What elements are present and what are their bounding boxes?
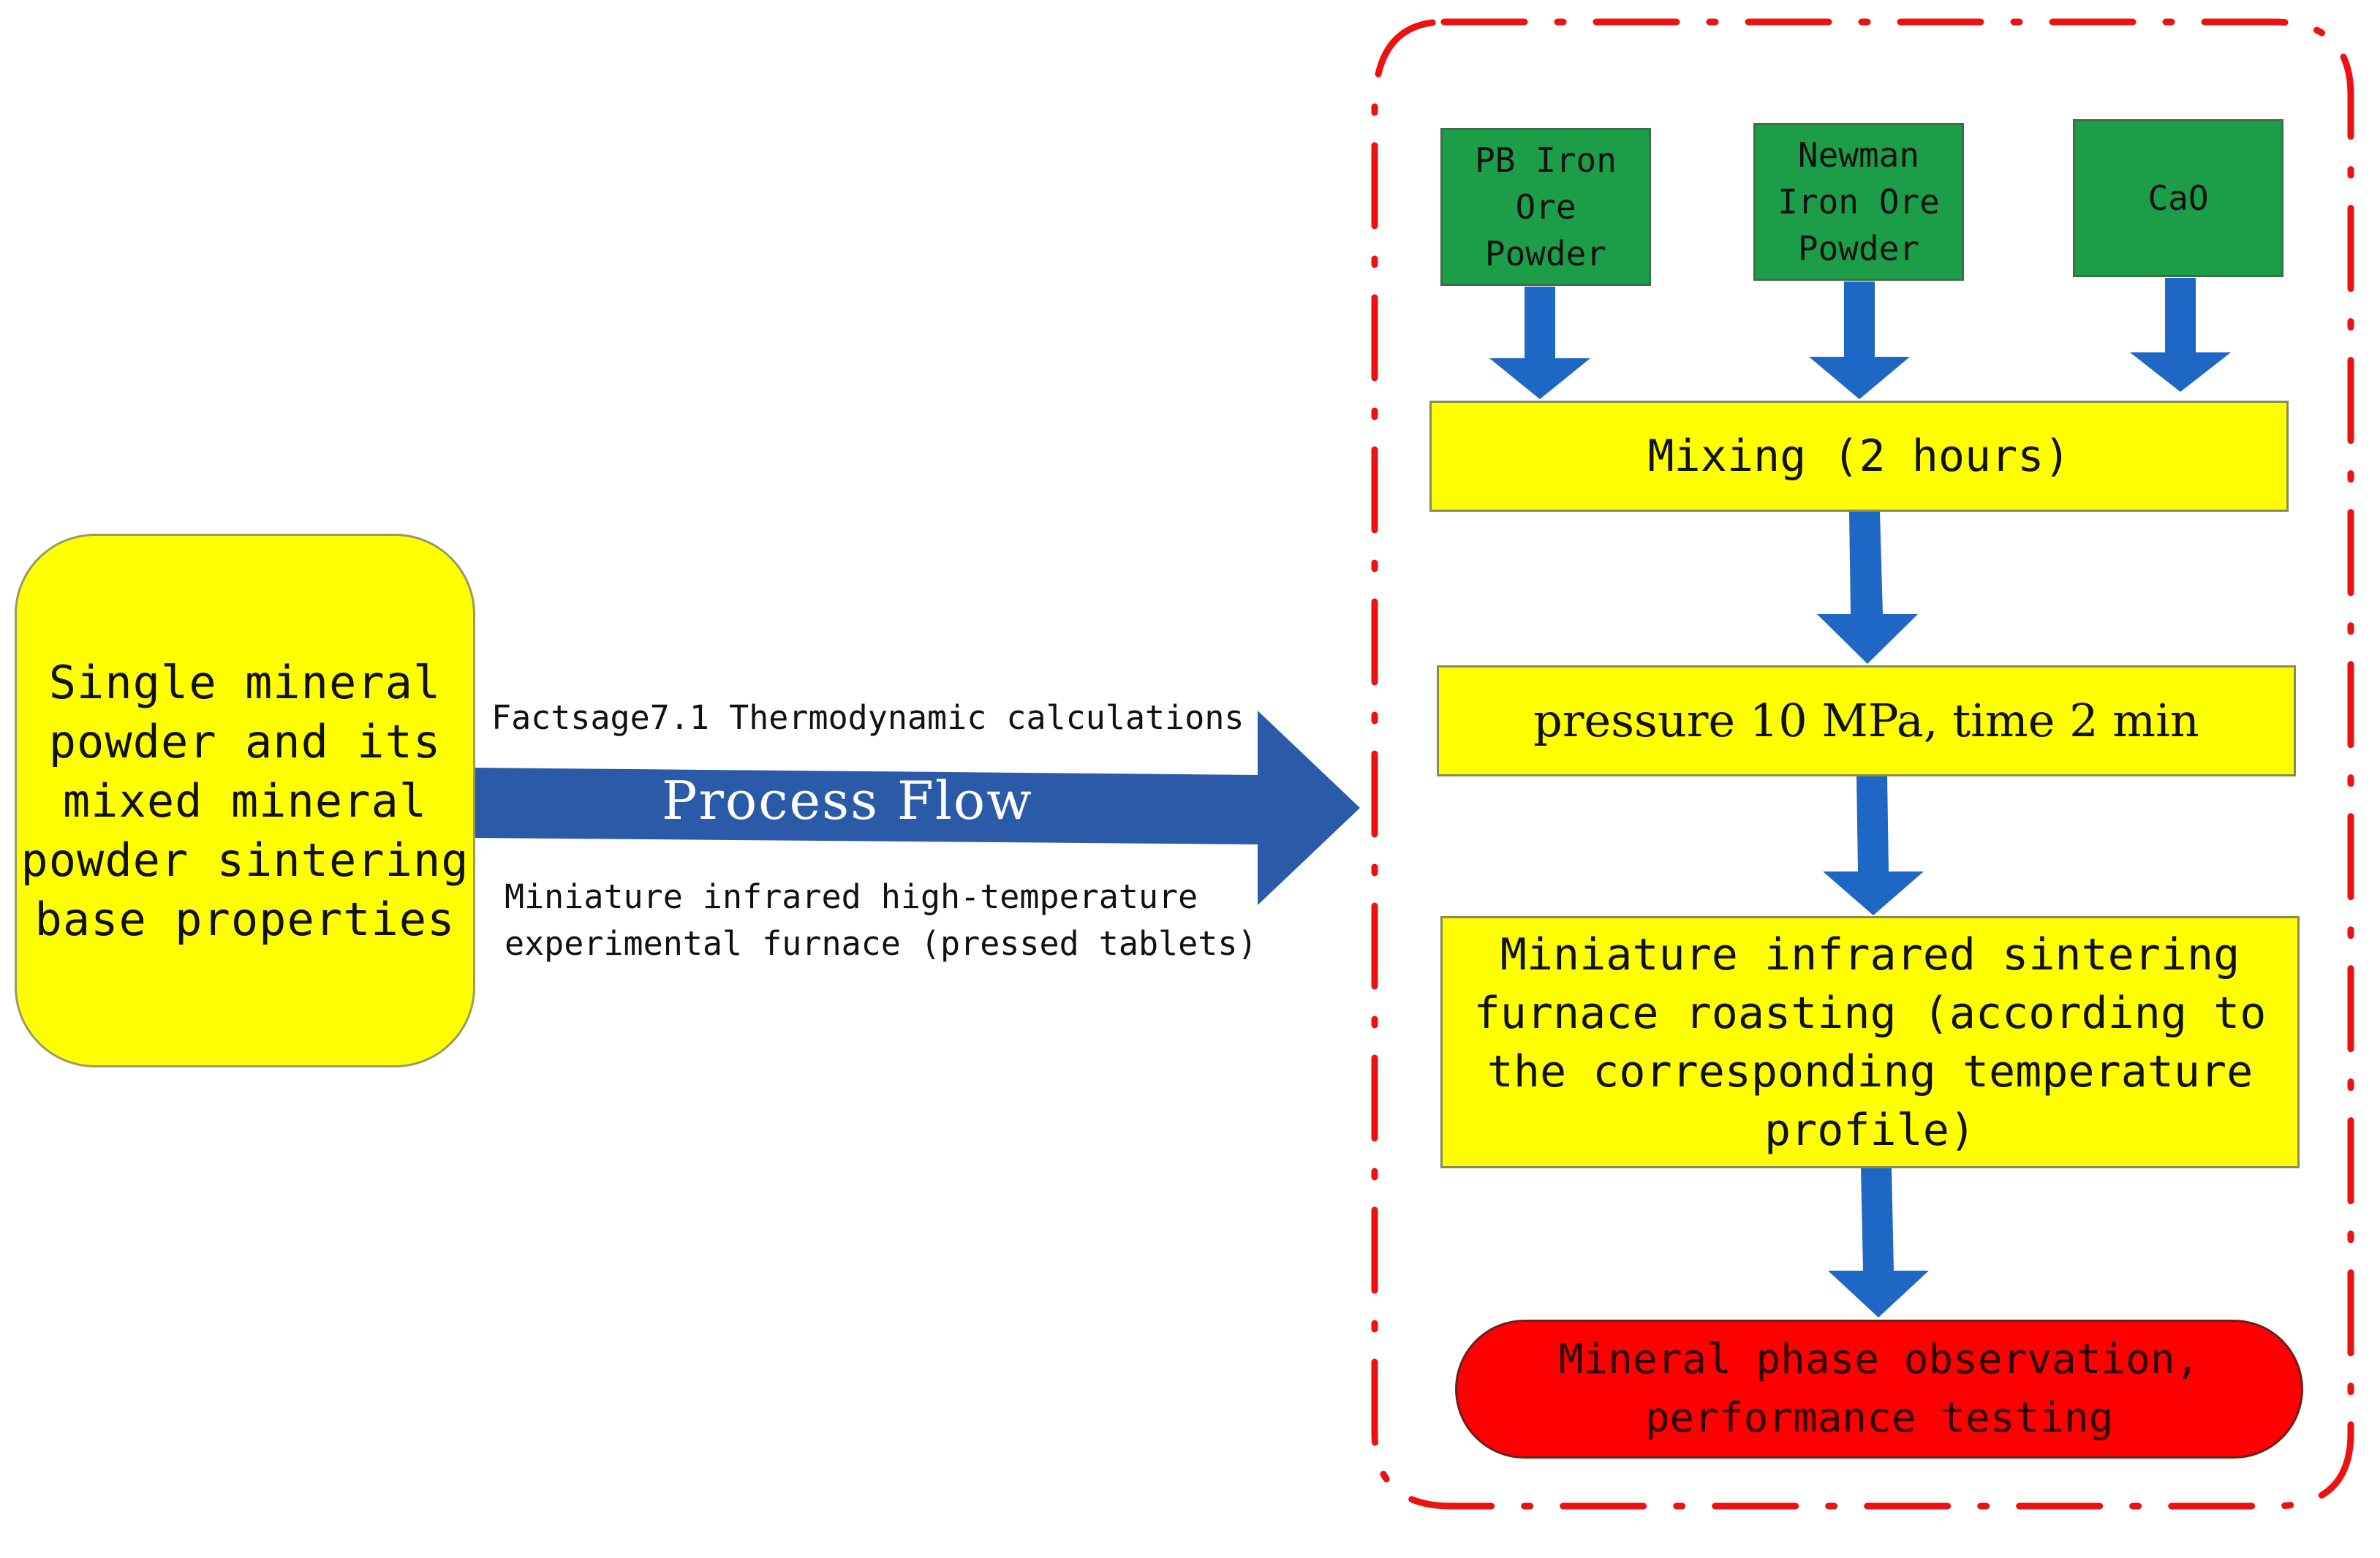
- arrow-mixing-to-pressure: [1817, 512, 1918, 664]
- input-pb-iron-ore-powder: PB Iron Ore Powder: [1440, 128, 1651, 286]
- input-line: Newman: [1797, 135, 1920, 175]
- final-observation-step: Mineral phase observation, performance t…: [1455, 1320, 2303, 1459]
- source-line: powder and its: [48, 714, 442, 768]
- source-line: Single mineral: [48, 655, 442, 709]
- furnace-label-line-1: Miniature infrared high-temperature: [505, 877, 1198, 916]
- pressure-step: pressure 10 MPa, time 2 min: [1437, 665, 2296, 776]
- source-line: mixed mineral: [62, 774, 428, 828]
- roasting-line: profile): [1764, 1104, 1976, 1156]
- input-line: Powder: [1484, 234, 1607, 273]
- thermodynamic-calc-label: Factsage7.1 Thermodynamic calculations: [491, 698, 1244, 737]
- source-line: base properties: [34, 892, 456, 946]
- arrow-newman-to-mixing: [1809, 281, 1910, 399]
- input-line: CaO: [2147, 178, 2209, 218]
- input-line: Iron Ore: [1778, 182, 1940, 222]
- input-newman-iron-ore-powder: Newman Iron Ore Powder: [1753, 123, 1964, 281]
- arrow-cao-to-mixing: [2130, 278, 2231, 392]
- roasting-line: Miniature infrared sintering: [1500, 929, 2240, 980]
- arrow-pressure-to-roasting: [1823, 775, 1924, 915]
- arrow-roasting-to-final: [1828, 1168, 1929, 1317]
- input-line: Ore: [1515, 187, 1576, 227]
- input-line: PB Iron: [1475, 140, 1617, 180]
- process-flow-arrow: [474, 711, 1360, 905]
- furnace-label-line-2: experimental furnace (pressed tablets): [505, 924, 1258, 963]
- process-frame: [1371, 18, 2354, 1510]
- process-flow-title: Process Flow: [662, 770, 1033, 831]
- input-line: Powder: [1797, 229, 1920, 268]
- source-properties-box: Single mineral powder and its mixed mine…: [15, 534, 475, 1067]
- roasting-step: Miniature infrared sintering furnace roa…: [1440, 916, 2300, 1168]
- pressure-label: pressure 10 MPa, time 2 min: [1533, 694, 2199, 747]
- final-line: performance testing: [1644, 1394, 2114, 1442]
- roasting-line: the corresponding temperature: [1486, 1045, 2254, 1097]
- arrow-pb-to-mixing: [1489, 287, 1590, 399]
- source-line: powder sintering: [20, 833, 469, 887]
- roasting-line: furnace roasting (according to: [1473, 987, 2267, 1039]
- mixing-label: Mixing (2 hours): [1647, 431, 2071, 482]
- mixing-step: Mixing (2 hours): [1429, 401, 2289, 512]
- final-line: Mineral phase observation,: [1558, 1336, 2200, 1383]
- input-cao: CaO: [2073, 119, 2283, 277]
